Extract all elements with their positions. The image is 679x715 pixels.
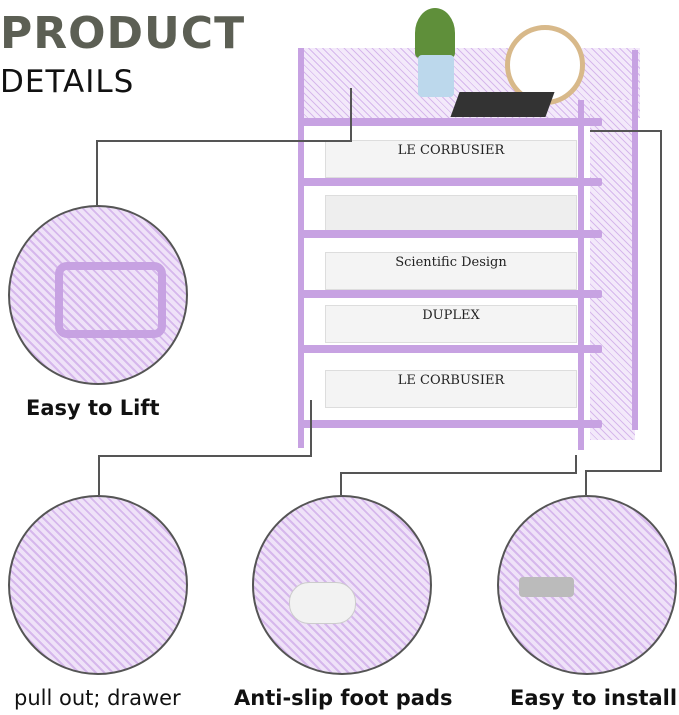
feature-label: Easy to install	[510, 686, 678, 710]
feature-label: Easy to Lift	[26, 396, 160, 420]
feature-label: pull out; drawer	[14, 686, 181, 710]
book: LE CORBUSIER	[325, 140, 577, 178]
page-title: PRODUCT	[0, 8, 246, 59]
book: Scientific Design	[325, 252, 577, 290]
page-subtitle: DETAILS	[0, 64, 135, 100]
feature-label: Anti-slip foot pads	[234, 686, 453, 710]
plant-pot	[418, 55, 454, 97]
clock	[505, 25, 585, 105]
book: LE CORBUSIER	[325, 370, 577, 408]
detail-screw-image	[497, 495, 677, 675]
book: DUPLEX	[325, 305, 577, 343]
detail-foot-pad-image	[252, 495, 432, 675]
detail-drawer-image	[8, 495, 188, 675]
detail-handle-image	[8, 205, 188, 385]
calculator	[450, 92, 555, 117]
plant	[415, 8, 455, 58]
